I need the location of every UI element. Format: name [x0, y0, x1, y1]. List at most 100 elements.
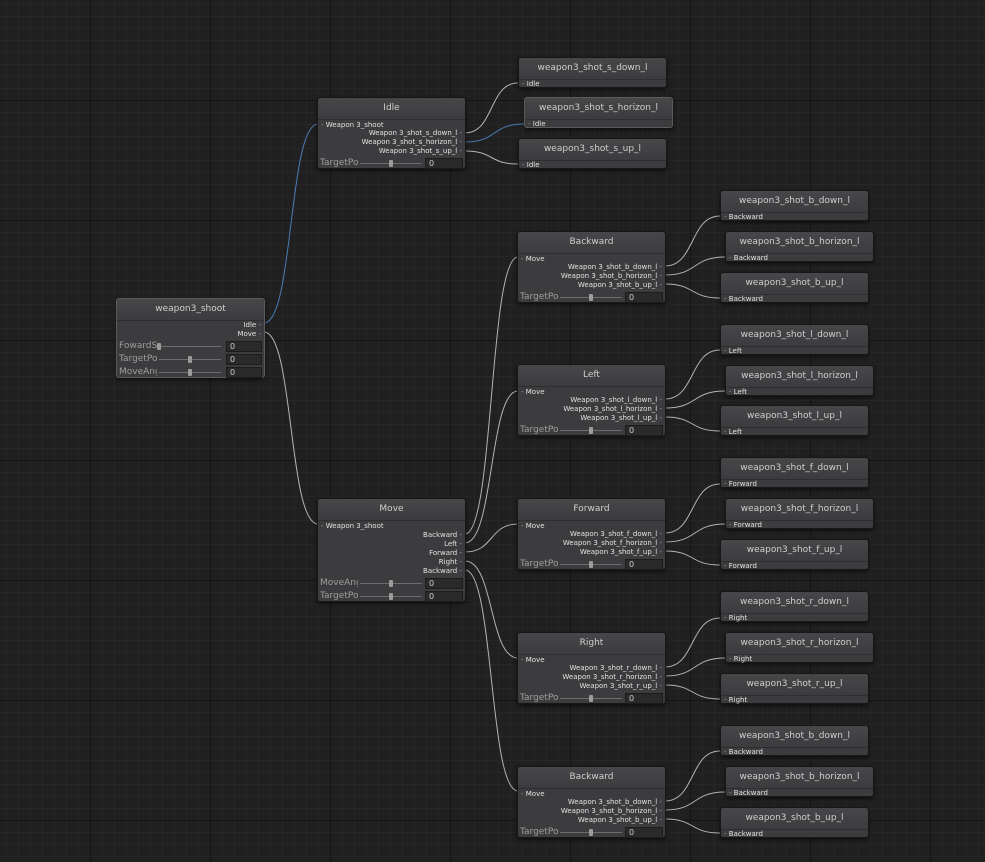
slider-thumb[interactable]: [188, 369, 192, 376]
node-shot-r-horizon[interactable]: weapon3_shot_r_horizon_l Right: [725, 632, 874, 663]
node-shot-s-horizon[interactable]: weapon3_shot_s_horizon_l Idle: [524, 97, 673, 128]
input-port[interactable]: Forward: [729, 521, 762, 530]
param-value-field[interactable]: 0: [625, 425, 663, 436]
node-shot-b2-up[interactable]: weapon3_shot_b_up_l Backward: [720, 807, 869, 838]
node-shot-b-down[interactable]: weapon3_shot_b_down_l Backward: [720, 190, 869, 221]
output-port-b-up[interactable]: Weapon 3_shot_b_up_l: [578, 281, 662, 290]
node-move[interactable]: Move Weapon 3_shoot Backward Left Forwar…: [317, 498, 466, 602]
node-backward-2[interactable]: Backward Move Weapon 3_shot_b_down_l Wea…: [517, 766, 666, 838]
output-port-idle[interactable]: Idle: [243, 321, 261, 330]
param-value-field[interactable]: 0: [425, 578, 463, 589]
output-port-right[interactable]: Right: [439, 558, 462, 567]
input-port[interactable]: Backward: [724, 748, 763, 757]
node-backward[interactable]: Backward Move Weapon 3_shot_b_down_l Wea…: [517, 231, 666, 303]
input-port[interactable]: Idle: [522, 80, 540, 89]
param-slider[interactable]: [360, 160, 422, 167]
slider-thumb[interactable]: [389, 593, 393, 600]
output-port-l-up[interactable]: Weapon 3_shot_l_up_l: [580, 414, 662, 423]
param-value-field[interactable]: 0: [625, 693, 663, 704]
input-port[interactable]: Move: [521, 656, 545, 665]
param-value-field[interactable]: 0: [425, 591, 463, 602]
output-port-b-horizon[interactable]: Weapon 3_shot_b_horizon_l: [561, 272, 662, 281]
output-port-r-up[interactable]: Weapon 3_shot_r_up_l: [579, 682, 662, 691]
output-port-f-down[interactable]: Weapon 3_shot_f_down_l: [570, 530, 662, 539]
input-port[interactable]: Idle: [522, 161, 540, 170]
param-value-field[interactable]: 0: [625, 827, 663, 838]
node-shot-s-down[interactable]: weapon3_shot_s_down_l Idle: [518, 57, 667, 88]
slider-thumb[interactable]: [589, 695, 593, 702]
input-port[interactable]: Left: [729, 388, 747, 397]
input-port[interactable]: Left: [724, 347, 742, 356]
param-value-field[interactable]: 0: [226, 354, 262, 365]
input-port[interactable]: Backward: [724, 830, 763, 839]
node-shot-l-horizon[interactable]: weapon3_shot_l_horizon_l Left: [725, 365, 874, 396]
output-port-s-horizon[interactable]: Weapon 3_shot_s_horizon_l: [362, 138, 462, 147]
input-port[interactable]: Backward: [724, 295, 763, 304]
output-port-b-horizon[interactable]: Weapon 3_shot_b_horizon_l: [561, 807, 662, 816]
node-forward[interactable]: Forward Move Weapon 3_shot_f_down_l Weap…: [517, 498, 666, 570]
param-slider[interactable]: [360, 593, 422, 600]
slider-thumb[interactable]: [389, 580, 393, 587]
param-value-field[interactable]: 0: [226, 341, 262, 352]
input-port[interactable]: Right: [724, 696, 747, 705]
input-port[interactable]: Move: [521, 388, 545, 397]
output-port-backward-2[interactable]: Backward: [423, 567, 462, 576]
node-shot-r-up[interactable]: weapon3_shot_r_up_l Right: [720, 673, 869, 704]
input-port[interactable]: Forward: [724, 562, 757, 571]
node-shot-f-down[interactable]: weapon3_shot_f_down_l Forward: [720, 457, 869, 488]
output-port-r-horizon[interactable]: Weapon 3_shot_r_horizon_l: [562, 673, 662, 682]
output-port-s-up[interactable]: Weapon 3_shot_s_up_l: [379, 147, 462, 156]
slider-thumb[interactable]: [157, 343, 161, 350]
slider-thumb[interactable]: [589, 561, 593, 568]
node-shot-b-horizon[interactable]: weapon3_shot_b_horizon_l Backward: [725, 231, 874, 262]
param-slider[interactable]: [560, 695, 622, 702]
slider-thumb[interactable]: [389, 160, 393, 167]
node-shot-b-up[interactable]: weapon3_shot_b_up_l Backward: [720, 272, 869, 303]
node-shot-b2-down[interactable]: weapon3_shot_b_down_l Backward: [720, 725, 869, 756]
input-port[interactable]: Move: [521, 255, 545, 264]
param-slider[interactable]: [560, 427, 622, 434]
node-right[interactable]: Right Move Weapon 3_shot_r_down_l Weapon…: [517, 632, 666, 704]
param-slider[interactable]: [560, 829, 622, 836]
input-port[interactable]: Backward: [729, 789, 768, 798]
param-slider[interactable]: [159, 369, 221, 376]
node-weapon3-shoot[interactable]: weapon3_shoot Idle Move FowardS 0 Target…: [116, 298, 265, 378]
input-port[interactable]: Move: [521, 522, 545, 531]
slider-thumb[interactable]: [589, 427, 593, 434]
param-slider[interactable]: [560, 561, 622, 568]
output-port-l-down[interactable]: Weapon 3_shot_l_down_l: [570, 396, 662, 405]
node-shot-b2-horizon[interactable]: weapon3_shot_b_horizon_l Backward: [725, 766, 874, 797]
output-port-l-horizon[interactable]: Weapon 3_shot_l_horizon_l: [563, 405, 662, 414]
output-port-left[interactable]: Left: [444, 540, 462, 549]
param-value-field[interactable]: 0: [625, 292, 663, 303]
param-slider[interactable]: [360, 580, 422, 587]
input-port[interactable]: Forward: [724, 480, 757, 489]
node-shot-r-down[interactable]: weapon3_shot_r_down_l Right: [720, 591, 869, 622]
input-port[interactable]: Right: [724, 614, 747, 623]
input-port[interactable]: Backward: [729, 254, 768, 263]
node-shot-l-up[interactable]: weapon3_shot_l_up_l Left: [720, 405, 869, 436]
input-port[interactable]: Left: [724, 428, 742, 437]
output-port-b-up[interactable]: Weapon 3_shot_b_up_l: [578, 816, 662, 825]
slider-thumb[interactable]: [589, 294, 593, 301]
slider-thumb[interactable]: [188, 356, 192, 363]
param-slider[interactable]: [560, 294, 622, 301]
input-port[interactable]: Weapon 3_shoot: [321, 121, 384, 130]
output-port-b-down[interactable]: Weapon 3_shot_b_down_l: [568, 798, 662, 807]
node-shot-f-horizon[interactable]: weapon3_shot_f_horizon_l Forward: [725, 498, 874, 529]
input-port[interactable]: Idle: [528, 120, 546, 129]
param-value-field[interactable]: 0: [226, 367, 262, 378]
param-slider[interactable]: [157, 343, 221, 350]
slider-thumb[interactable]: [589, 829, 593, 836]
output-port-s-down[interactable]: Weapon 3_shot_s_down_l: [369, 129, 462, 138]
param-value-field[interactable]: 0: [625, 559, 663, 570]
param-slider[interactable]: [159, 356, 221, 363]
output-port-forward[interactable]: Forward: [429, 549, 462, 558]
output-port-f-up[interactable]: Weapon 3_shot_f_up_l: [580, 548, 662, 557]
output-port-backward[interactable]: Backward: [423, 531, 462, 540]
node-left[interactable]: Left Move Weapon 3_shot_l_down_l Weapon …: [517, 364, 666, 436]
node-shot-s-up[interactable]: weapon3_shot_s_up_l Idle: [518, 138, 667, 169]
param-value-field[interactable]: 0: [425, 158, 463, 169]
node-shot-l-down[interactable]: weapon3_shot_l_down_l Left: [720, 324, 869, 355]
output-port-b-down[interactable]: Weapon 3_shot_b_down_l: [568, 263, 662, 272]
